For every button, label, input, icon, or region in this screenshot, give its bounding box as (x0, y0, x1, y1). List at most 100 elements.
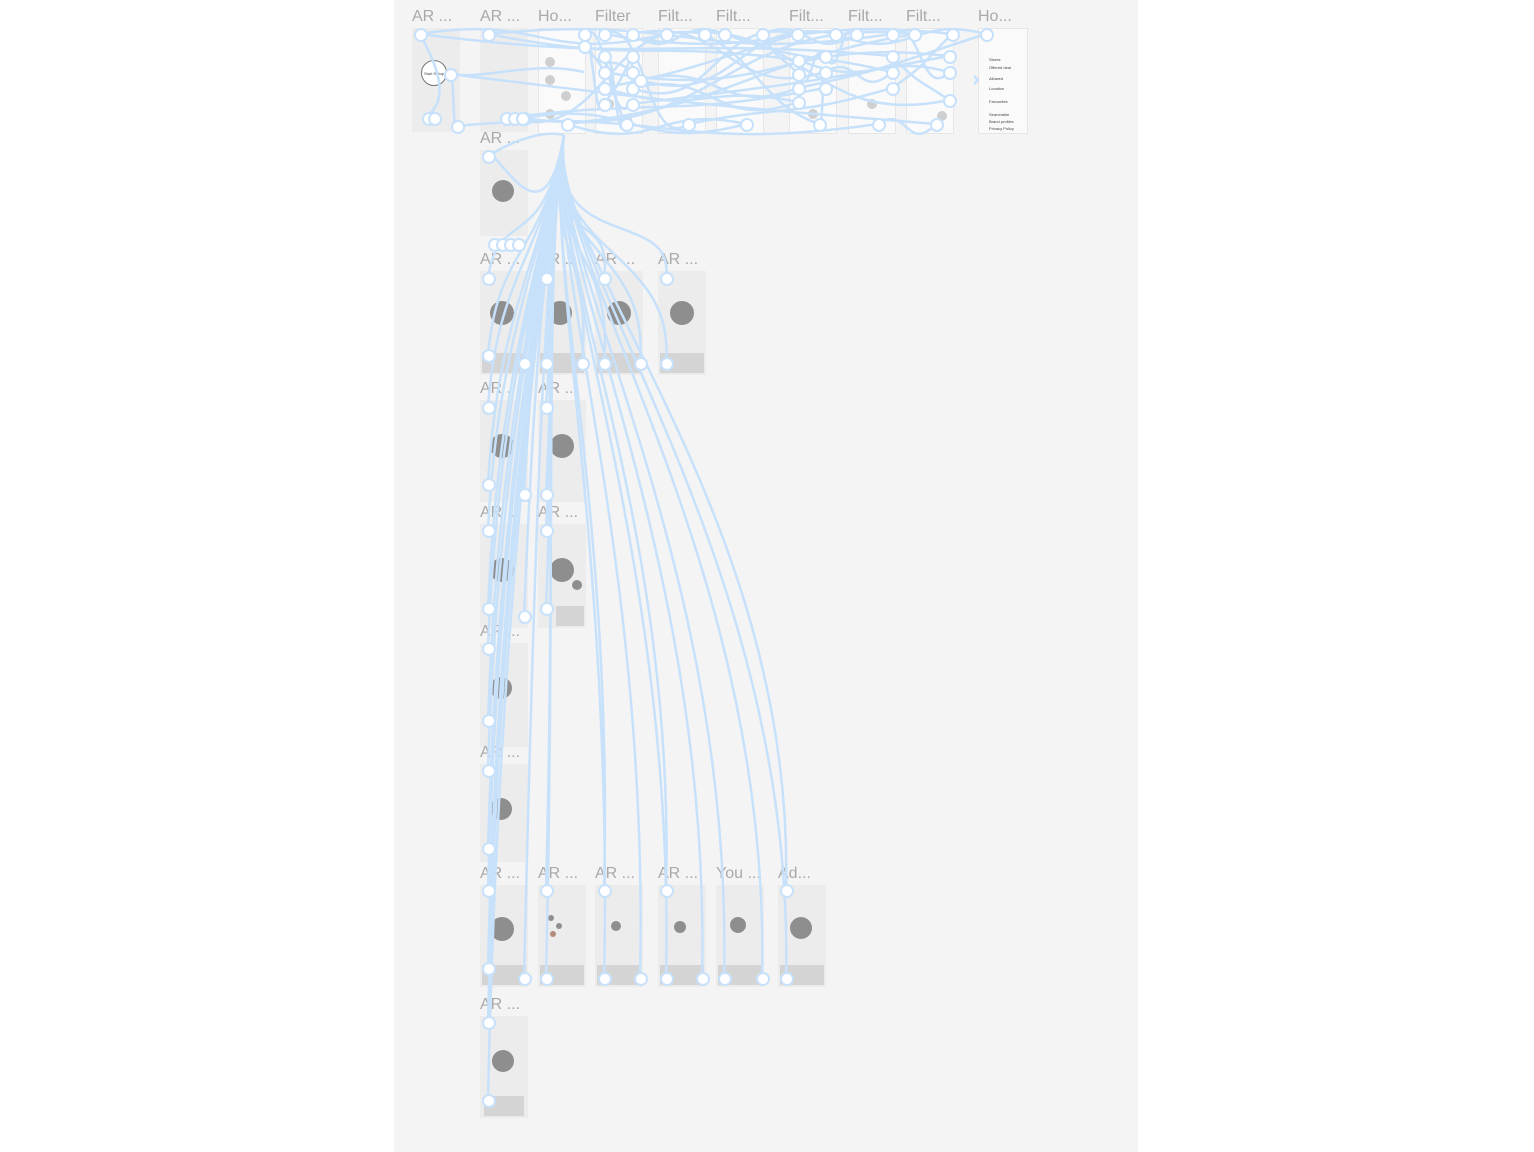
connection-node[interactable] (598, 272, 612, 286)
connection-node[interactable] (660, 972, 674, 986)
connection-node[interactable] (908, 28, 922, 42)
connection-node[interactable] (482, 1094, 496, 1108)
connection-node[interactable] (930, 118, 944, 132)
connection-node[interactable] (634, 357, 648, 371)
connection-node[interactable] (540, 357, 554, 371)
target-circle (790, 917, 812, 939)
connection-node[interactable] (980, 28, 994, 42)
connection-node[interactable] (626, 98, 640, 112)
connection-node[interactable] (518, 488, 532, 502)
connection-node[interactable] (626, 28, 640, 42)
connection-node[interactable] (482, 28, 496, 42)
connection-node[interactable] (792, 82, 806, 96)
connection-node[interactable] (444, 68, 458, 82)
connection-node[interactable] (482, 150, 496, 164)
connection-node[interactable] (482, 478, 496, 492)
connection-node[interactable] (682, 118, 696, 132)
connection-node[interactable] (740, 118, 754, 132)
connection-node[interactable] (482, 602, 496, 616)
frame-label: Ho... (978, 8, 1012, 25)
connection-node[interactable] (792, 54, 806, 68)
connection-node[interactable] (576, 357, 590, 371)
connection-node[interactable] (886, 82, 900, 96)
connection-node[interactable] (718, 972, 732, 986)
connection-node[interactable] (791, 28, 805, 42)
connection-node[interactable] (886, 28, 900, 42)
connection-node[interactable] (813, 118, 827, 132)
connection-node[interactable] (886, 66, 900, 80)
connection-node[interactable] (428, 112, 442, 126)
connection-node[interactable] (518, 610, 532, 624)
connection-node[interactable] (943, 66, 957, 80)
connection-node[interactable] (414, 28, 428, 42)
connection-node[interactable] (943, 94, 957, 108)
connection-node[interactable] (626, 50, 640, 64)
connection-node[interactable] (698, 28, 712, 42)
connection-node[interactable] (518, 357, 532, 371)
connection-node[interactable] (718, 28, 732, 42)
connection-node[interactable] (540, 602, 554, 616)
connection-node[interactable] (482, 272, 496, 286)
connection-node[interactable] (850, 28, 864, 42)
connection-node[interactable] (634, 74, 648, 88)
connection-node[interactable] (482, 842, 496, 856)
connection-node[interactable] (482, 642, 496, 656)
connection-node[interactable] (540, 524, 554, 538)
connection-node[interactable] (792, 68, 806, 82)
connection-node[interactable] (660, 884, 674, 898)
connection-node[interactable] (598, 98, 612, 112)
connection-node[interactable] (482, 884, 496, 898)
connection-node[interactable] (598, 884, 612, 898)
settings-item: Offered deal (989, 65, 1011, 70)
connection-node[interactable] (482, 349, 496, 363)
connection-node[interactable] (598, 357, 612, 371)
connection-node[interactable] (792, 96, 806, 110)
connection-node[interactable] (886, 50, 900, 64)
connection-node[interactable] (756, 972, 770, 986)
connection-node[interactable] (598, 66, 612, 80)
connection-node[interactable] (598, 50, 612, 64)
connection-node[interactable] (660, 28, 674, 42)
connection-node[interactable] (946, 28, 960, 42)
connection-node[interactable] (819, 82, 833, 96)
connection-node[interactable] (482, 1016, 496, 1030)
connection-node[interactable] (598, 972, 612, 986)
settings-item: Privacy Policy (989, 126, 1014, 131)
connection-node[interactable] (482, 401, 496, 415)
connection-node[interactable] (482, 714, 496, 728)
connection-node[interactable] (482, 764, 496, 778)
connection-node[interactable] (780, 884, 794, 898)
connection-node[interactable] (696, 972, 710, 986)
frame-label: Filt... (716, 8, 751, 25)
frame-label: Filt... (658, 8, 693, 25)
connection-node[interactable] (540, 972, 554, 986)
connection-node[interactable] (598, 82, 612, 96)
connection-node[interactable] (540, 401, 554, 415)
connection-node[interactable] (819, 66, 833, 80)
connection-node[interactable] (578, 40, 592, 54)
prototype-canvas[interactable]: AR ... AR ... Ho... Filter Filt... Filt.… (394, 0, 1138, 1152)
connection-node[interactable] (829, 28, 843, 42)
connection-node[interactable] (598, 28, 612, 42)
connection-node[interactable] (634, 972, 648, 986)
connection-node[interactable] (943, 50, 957, 64)
connection-node[interactable] (780, 972, 794, 986)
connection-node[interactable] (540, 884, 554, 898)
connection-node[interactable] (660, 272, 674, 286)
connection-node[interactable] (518, 972, 532, 986)
connection-node[interactable] (451, 120, 465, 134)
connection-node[interactable] (872, 118, 886, 132)
connection-node[interactable] (819, 50, 833, 64)
connection-node[interactable] (482, 962, 496, 976)
connection-node[interactable] (561, 118, 575, 132)
connection-node[interactable] (512, 238, 526, 252)
connection-node[interactable] (660, 357, 674, 371)
connection-node[interactable] (620, 118, 634, 132)
connection-node[interactable] (540, 272, 554, 286)
connection-node[interactable] (516, 112, 530, 126)
frame-label: Filt... (789, 8, 824, 25)
connection-node[interactable] (756, 28, 770, 42)
connection-node[interactable] (482, 524, 496, 538)
connection-node[interactable] (540, 488, 554, 502)
settings-item: Allowed (989, 76, 1004, 81)
